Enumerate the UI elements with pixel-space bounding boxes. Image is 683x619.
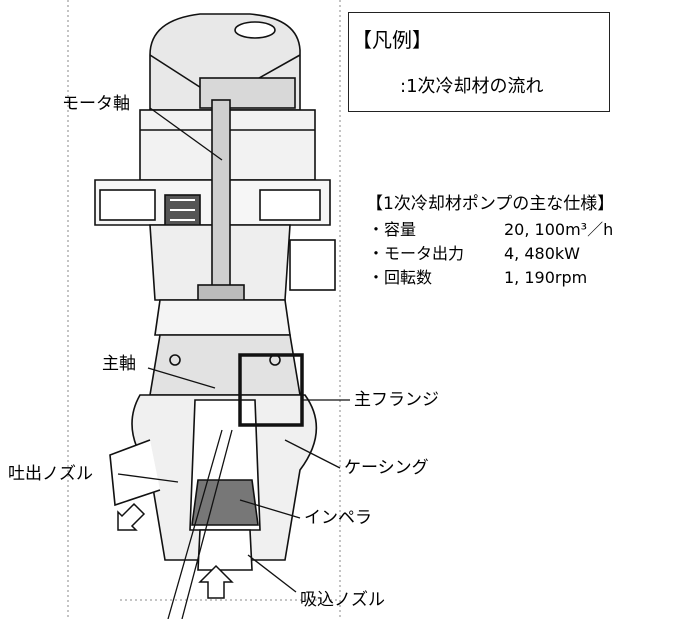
spec-capacity-name: ・容量 [368,220,417,239]
discharge-flow-arrow-icon [117,502,146,531]
leader-motor-shaft [149,107,223,161]
label-main-flange: 主フランジ [354,390,439,410]
spec-motor-output-value: 4, 480kW [504,244,580,263]
legend-item-label: :1次冷却材の流れ [400,76,544,97]
spec-speed-name: ・回転数 [368,268,433,287]
label-suction-nozzle: 吸込ノズル [300,590,385,610]
label-casing: ケーシング [344,458,429,478]
spec-speed-value: 1, 190rpm [504,268,588,287]
suction-flow-arrow-icon [198,564,234,599]
label-main-shaft: 主軸 [102,354,136,374]
legend-box [348,12,610,112]
leader-impeller [239,499,301,519]
pump-body [94,13,336,571]
leader-casing [284,439,341,469]
leader-discharge [117,473,179,483]
specs-title: 【1次冷却材ポンプの主な仕様】 [366,194,615,214]
label-discharge-nozzle: 吐出ノズル [8,464,93,484]
legend-title: 【凡例】 [352,28,432,52]
label-motor-shaft: モータ軸 [62,94,130,114]
spec-capacity-value: 20, 100m³／h [504,220,614,239]
leader-suction [247,554,297,593]
label-impeller: インペラ [304,508,372,528]
leader-main-shaft [147,367,216,389]
spec-motor-output-name: ・モータ出力 [368,244,465,263]
